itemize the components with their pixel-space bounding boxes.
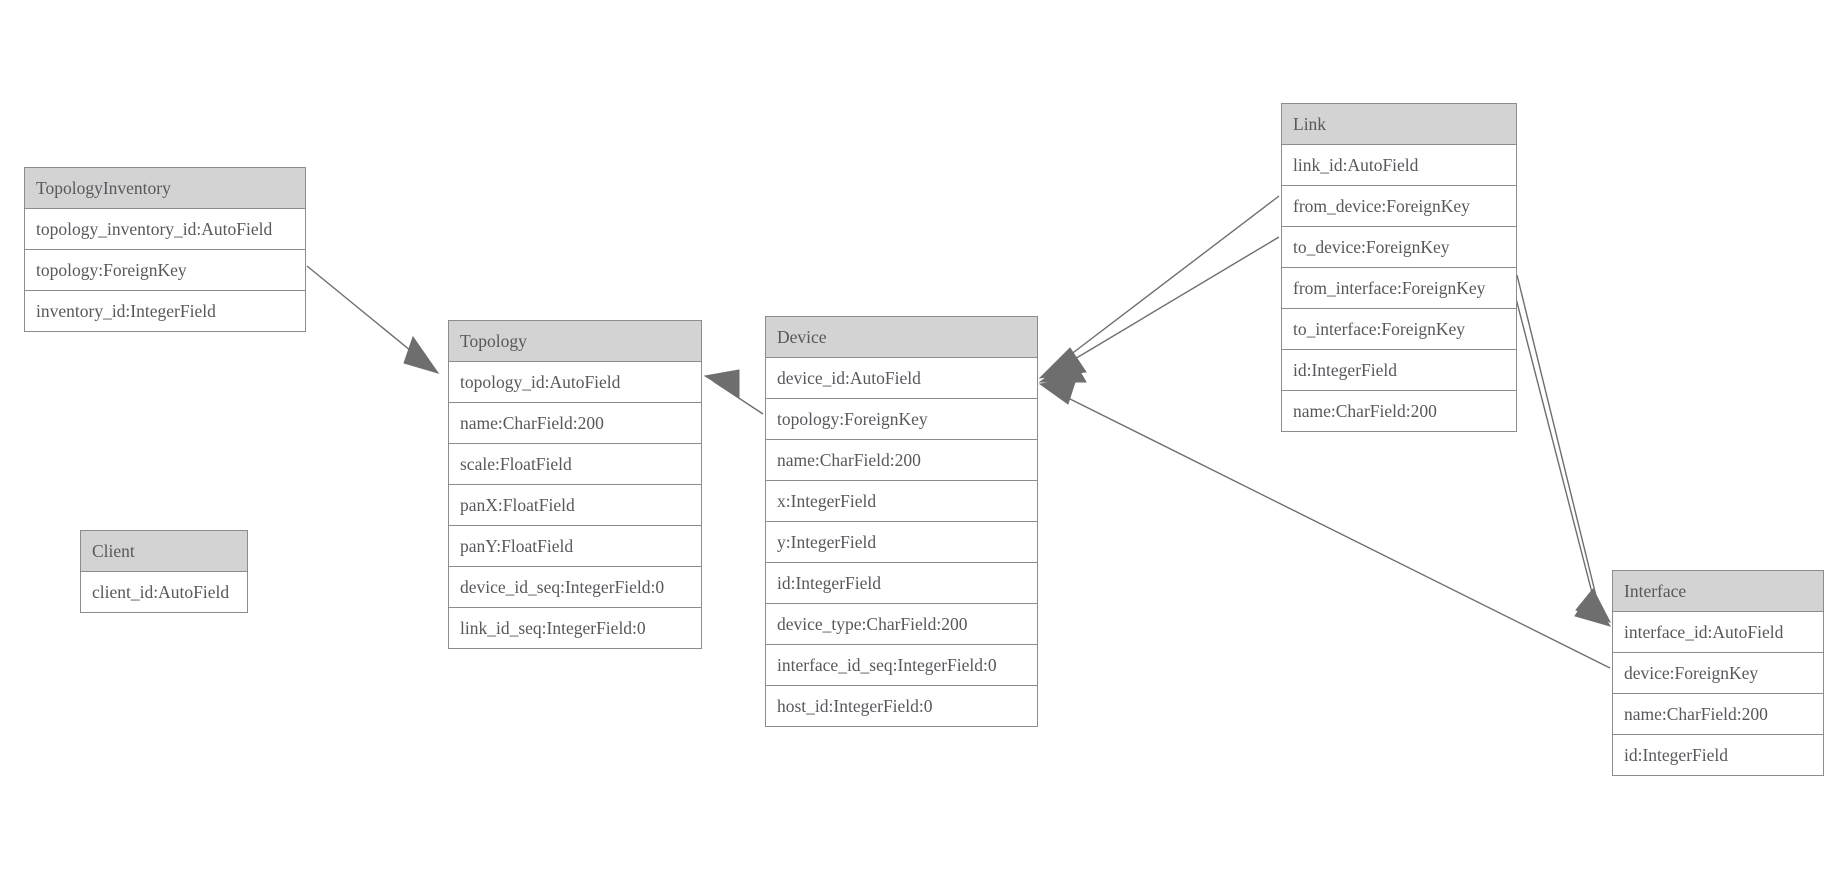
relationship-line (1516, 274, 1601, 613)
entity-title-topology: Topology (449, 321, 701, 362)
entity-field-row: y:IntegerField (766, 522, 1037, 563)
relationship-line (1052, 195, 1280, 369)
entity-title-link: Link (1282, 104, 1516, 145)
entity-field-row: name:CharField:200 (766, 440, 1037, 481)
entity-title-interface: Interface (1613, 571, 1823, 612)
entity-title-client: Client (81, 531, 247, 572)
relationship-link-from-device-to-device (1038, 195, 1280, 379)
entity-field-row: panX:FloatField (449, 485, 701, 526)
entity-field-row: name:CharField:200 (1613, 694, 1823, 735)
entity-field-row: device_id:AutoField (766, 358, 1037, 399)
relationship-device-to-topology (703, 369, 764, 415)
relationship-line (1055, 391, 1611, 669)
entity-field-row: id:IntegerField (1613, 735, 1823, 776)
entity-field-row: from_device:ForeignKey (1282, 186, 1516, 227)
entity-field-row: device:ForeignKey (1613, 653, 1823, 694)
entity-field-row: inventory_id:IntegerField (25, 291, 305, 332)
relationship-line (306, 265, 439, 374)
entity-field-row: name:CharField:200 (449, 403, 701, 444)
entity-field-row: topology:ForeignKey (766, 399, 1037, 440)
relationship-topologyinventory-to-topology (306, 265, 440, 374)
arrowhead-icon (1038, 347, 1087, 379)
entity-field-row: interface_id:AutoField (1613, 612, 1823, 653)
relationship-link-to-interface-to-interface (1511, 282, 1612, 627)
relationship-line (712, 380, 764, 415)
arrowhead-icon (403, 335, 440, 374)
entity-field-row: scale:FloatField (449, 444, 701, 485)
entity-title-topology-inventory: TopologyInventory (25, 168, 305, 209)
entity-field-row: name:CharField:200 (1282, 391, 1516, 432)
entity-field-row: x:IntegerField (766, 481, 1037, 522)
arrowhead-icon (1038, 378, 1077, 405)
entity-field-row: device_id_seq:IntegerField:0 (449, 567, 701, 608)
arrowhead-icon (1574, 592, 1612, 627)
arrowhead-icon (1038, 357, 1087, 383)
entity-field-row: topology:ForeignKey (25, 250, 305, 291)
entity-field-row: link_id:AutoField (1282, 145, 1516, 186)
entity-field-row: device_type:CharField:200 (766, 604, 1037, 645)
entity-field-row: topology_inventory_id:AutoField (25, 209, 305, 250)
entity-field-row: host_id:IntegerField:0 (766, 686, 1037, 727)
entity-field-row: panY:FloatField (449, 526, 701, 567)
relationship-link-to-device-to-device (1038, 236, 1280, 383)
entity-field-row: from_interface:ForeignKey (1282, 268, 1516, 309)
relationship-line (1511, 282, 1599, 617)
entity-field-row: topology_id:AutoField (449, 362, 701, 403)
arrowhead-icon (1575, 588, 1612, 623)
entity-field-row: to_interface:ForeignKey (1282, 309, 1516, 350)
entity-field-row: id:IntegerField (1282, 350, 1516, 391)
relationship-line (1052, 236, 1280, 373)
entity-field-row: id:IntegerField (766, 563, 1037, 604)
entity-field-row: interface_id_seq:IntegerField:0 (766, 645, 1037, 686)
relationship-link-from-interface-to-interface (1516, 274, 1612, 623)
arrowhead-icon (703, 369, 740, 398)
entity-title-device: Device (766, 317, 1037, 358)
entity-field-row: to_device:ForeignKey (1282, 227, 1516, 268)
entity-field-row: client_id:AutoField (81, 572, 247, 613)
entity-field-row: link_id_seq:IntegerField:0 (449, 608, 701, 649)
